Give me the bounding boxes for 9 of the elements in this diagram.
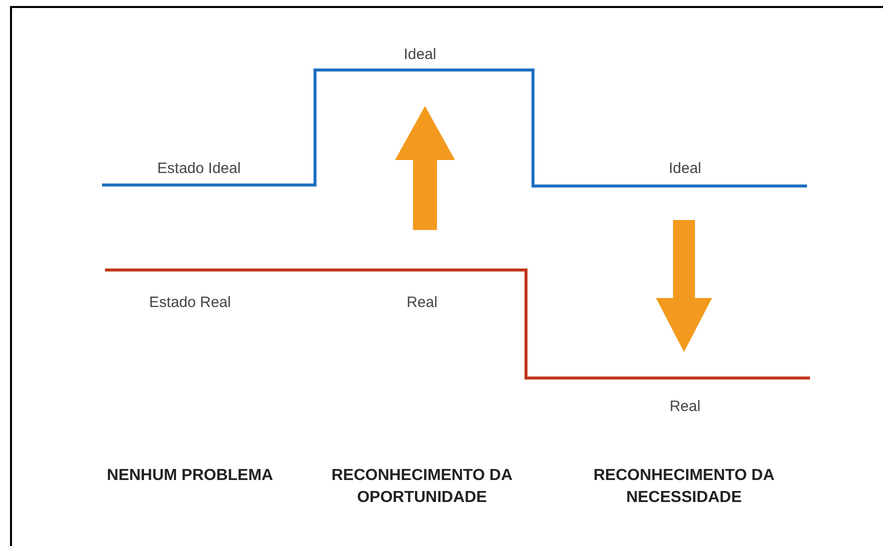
line-label: Real — [406, 294, 438, 311]
line-label: Real — [670, 398, 700, 415]
line-label: Ideal — [404, 46, 436, 63]
line-label: Estado Ideal — [157, 160, 241, 177]
line-label: Ideal — [668, 160, 702, 177]
stage-caption: NENHUM PROBLEMA — [106, 466, 274, 486]
stage-caption: RECONHECIMENTO DA NECESSIDADE — [592, 466, 776, 508]
stage-caption: RECONHECIMENTO DA OPORTUNIDADE — [330, 466, 514, 508]
line-label: Estado Real — [149, 294, 231, 311]
